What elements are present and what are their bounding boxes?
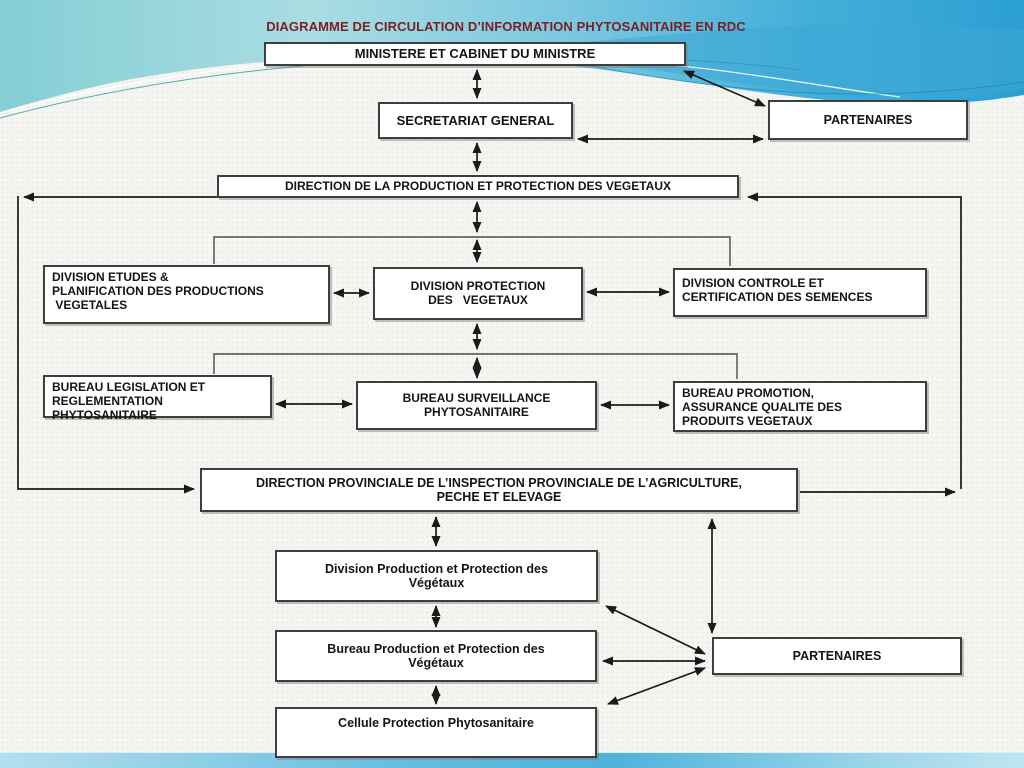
bracket-bureaux xyxy=(213,353,738,379)
arrow-cellule-partenaires xyxy=(607,667,706,705)
arrow-loop-left-down xyxy=(17,196,195,494)
node-division-controle: DIVISION CONTROLE ET CERTIFICATION DES S… xyxy=(673,268,927,317)
node-bureau-legislation: BUREAU LEGISLATION ET REGLEMENTATION PHY… xyxy=(43,375,272,422)
node-direction-centrale: DIRECTION DE LA PRODUCTION ET PROTECTION… xyxy=(217,175,739,198)
node-partenaires-top: PARTENAIRES xyxy=(768,100,968,140)
page-title: DIAGRAMME DE CIRCULATION D’INFORMATION P… xyxy=(266,19,746,34)
arrow-divprod-partenaires xyxy=(605,605,706,655)
node-division-production: Division Production et Protection des Vé… xyxy=(275,550,598,602)
node-label: BUREAU SURVEILLANCE PHYTOSANITAIRE xyxy=(402,390,551,419)
node-cellule-protection: Cellule Protection Phytosanitaire xyxy=(275,707,597,758)
node-label: BUREAU PROMOTION, ASSURANCE QUALITE DES … xyxy=(682,386,843,428)
node-label: Division Production et Protection des Vé… xyxy=(325,561,548,591)
node-label: DIVISION CONTROLE ET CERTIFICATION DES S… xyxy=(682,276,873,304)
node-division-protection: DIVISION PROTECTION DES VEGETAUX xyxy=(373,267,583,320)
node-bureau-promotion: BUREAU PROMOTION, ASSURANCE QUALITE DES … xyxy=(673,381,927,432)
node-secretariat: SECRETARIAT GENERAL xyxy=(378,102,573,139)
node-bureau-surveillance: BUREAU SURVEILLANCE PHYTOSANITAIRE xyxy=(356,381,597,430)
node-division-etudes: DIVISION ETUDES & PLANIFICATION DES PROD… xyxy=(43,265,330,324)
node-label: PARTENAIRES xyxy=(792,648,882,663)
node-label: Bureau Production et Protection des Végé… xyxy=(327,641,545,671)
node-ministere: MINISTERE ET CABINET DU MINISTRE xyxy=(264,42,686,66)
node-label: PARTENAIRES xyxy=(823,112,913,127)
node-label: DIVISION PROTECTION DES VEGETAUX xyxy=(410,278,546,307)
node-label: SECRETARIAT GENERAL xyxy=(396,112,555,128)
node-partenaires-bottom: PARTENAIRES xyxy=(712,637,962,675)
node-direction-provinciale: DIRECTION PROVINCIALE DE L’INSPECTION PR… xyxy=(200,468,798,512)
node-label: MINISTERE ET CABINET DU MINISTRE xyxy=(354,46,596,62)
banner-blue-curve xyxy=(559,59,1024,95)
node-label: DIRECTION DE LA PRODUCTION ET PROTECTION… xyxy=(284,178,672,193)
node-label: DIVISION ETUDES & PLANIFICATION DES PROD… xyxy=(52,270,264,312)
node-label: BUREAU LEGISLATION ET REGLEMENTATION PHY… xyxy=(52,380,206,422)
node-label: Cellule Protection Phytosanitaire xyxy=(338,716,534,730)
node-bureau-production: Bureau Production et Protection des Végé… xyxy=(275,630,597,682)
bracket-divisions xyxy=(213,236,731,266)
node-label: DIRECTION PROVINCIALE DE L’INSPECTION PR… xyxy=(256,475,742,505)
arrow-loop-right-up xyxy=(747,192,962,489)
